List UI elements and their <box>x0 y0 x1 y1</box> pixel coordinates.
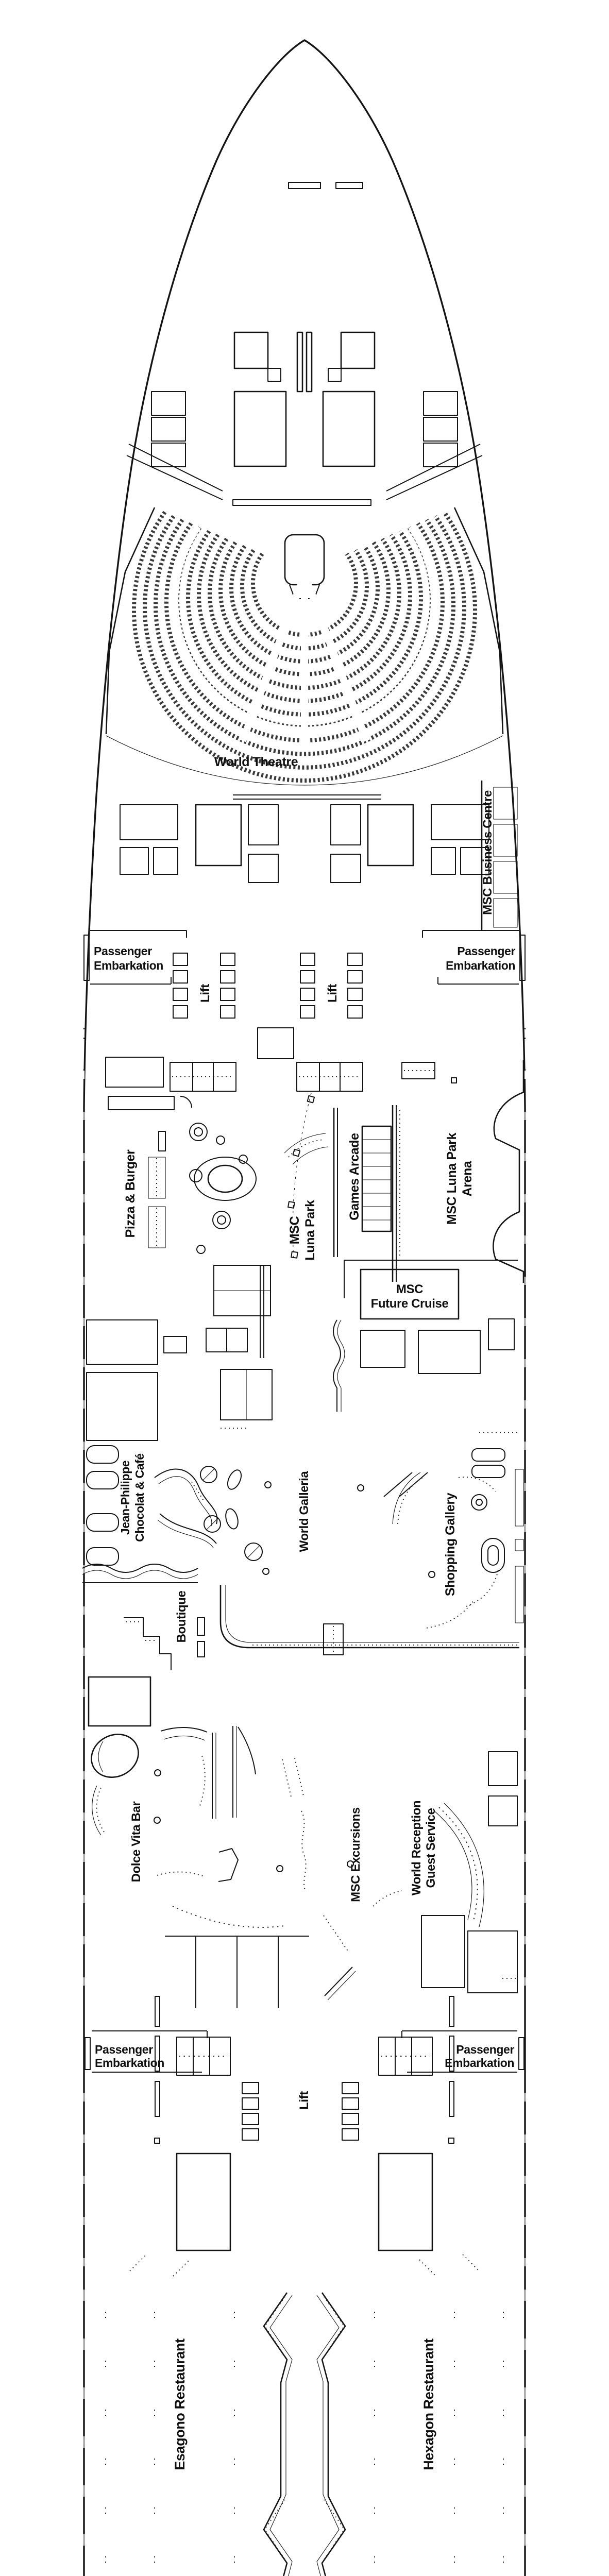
pizza-burger: Pizza & Burger <box>105 1057 257 1254</box>
shopping-gallery-label: Shopping Gallery <box>443 1493 458 1596</box>
bow-details <box>126 182 483 500</box>
staircase <box>170 1062 236 1092</box>
bow-rooms <box>151 331 458 506</box>
reception-excursions: MSC Excursions World Reception Guest Ser… <box>165 1751 518 2008</box>
esagono-restaurant-label: Esagono Restaurant <box>172 2338 188 2470</box>
embarkation-label: Passenger <box>95 2043 153 2056</box>
buffet-counters <box>263 2292 346 2576</box>
boutique: Boutique <box>88 1591 205 1727</box>
embarkation-label: Passenger <box>94 944 152 958</box>
future-cruise: MSC Future Cruise <box>333 1260 520 1497</box>
embarkation-label: Embarkation <box>94 959 163 972</box>
staircase <box>296 1062 363 1092</box>
world-theatre-label: World Theatre <box>214 755 298 769</box>
hull-outline <box>83 39 526 2576</box>
msc-business-centre: MSC Business Centre <box>481 781 518 930</box>
embarkation-marker <box>83 935 90 981</box>
boutique-label: Boutique <box>175 1591 189 1643</box>
staircase <box>378 2037 433 2076</box>
future-cruise-label: Future Cruise <box>371 1297 449 1311</box>
world-reception-label: Guest Service <box>424 1808 438 1888</box>
msc-business-centre-label: MSC Business Centre <box>481 790 495 915</box>
luna-park: MSC Luna Park <box>284 1093 328 1261</box>
lift-lobby-forward-left: Lift <box>170 953 236 1092</box>
games-arcade-label: Games Arcade <box>347 1133 362 1221</box>
staircase <box>176 2037 231 2076</box>
hexagon-restaurant-label: Hexagon Restaurant <box>421 2338 436 2470</box>
games-arcade: Games Arcade <box>333 1108 392 1257</box>
world-reception-label: World Reception <box>410 1801 424 1895</box>
msc-excursions-label: MSC Excursions <box>349 1807 363 1902</box>
luna-park-arena: MSC Luna Park Arena <box>392 1060 525 1283</box>
future-cruise-label: MSC <box>396 1282 423 1296</box>
jean-philippe-label: Chocolat & Café <box>133 1453 146 1542</box>
mid-port-rooms <box>86 1265 273 1441</box>
dolce-vita-bar: Dolce Vita Bar <box>91 1726 354 1890</box>
staircase <box>323 1623 344 1655</box>
luna-park-arena-label: MSC Luna Park <box>445 1132 459 1225</box>
pizza-burger-label: Pizza & Burger <box>123 1149 138 1238</box>
restaurant-tables <box>105 2312 504 2576</box>
staircase <box>401 1062 435 1079</box>
msc-luna-park-label: Luna Park <box>303 1200 317 1261</box>
lift-bank-aft: Lift <box>129 1996 480 2277</box>
embarkation-marker <box>84 2037 91 2070</box>
lift-label: Lift <box>297 2091 311 2110</box>
embarkation-label: Passenger <box>457 944 515 958</box>
world-galleria-label: World Galleria <box>297 1471 311 1552</box>
forward-lobby <box>120 794 489 883</box>
lift-lobby-forward-right: Lift <box>257 953 363 1092</box>
embarkation-label: Embarkation <box>446 959 515 972</box>
dolce-vita-bar-label: Dolce Vita Bar <box>129 1802 143 1883</box>
embarkation-marker <box>519 935 526 981</box>
embarkation-label: Passenger <box>456 2043 514 2056</box>
embarkation-marker <box>518 2037 525 2070</box>
passenger-embarkation-forward-right: Passenger Embarkation <box>422 930 526 985</box>
passenger-embarkation-aft-right: Passenger Embarkation <box>401 2030 525 2073</box>
embarkation-label: Embarkation <box>95 2056 164 2070</box>
embarkation-label: Embarkation <box>445 2056 514 2070</box>
passenger-embarkation-forward-left: Passenger Embarkation <box>83 930 187 985</box>
shopping-gallery: Shopping Gallery <box>357 1469 524 1629</box>
world-theatre: World Theatre <box>105 507 504 786</box>
lift-label: Lift <box>198 984 212 1003</box>
world-galleria: Jean-Philippe Chocolat & Café World Gall… <box>82 1445 519 1655</box>
passenger-embarkation-aft-left: Passenger Embarkation <box>84 2030 208 2073</box>
jean-philippe-label: Jean-Philippe <box>119 1461 132 1535</box>
luna-park-arena-label: Arena <box>460 1160 475 1196</box>
msc-luna-park-label: MSC <box>287 1216 302 1244</box>
theatre-seating <box>132 511 477 783</box>
lift-label: Lift <box>326 984 340 1003</box>
